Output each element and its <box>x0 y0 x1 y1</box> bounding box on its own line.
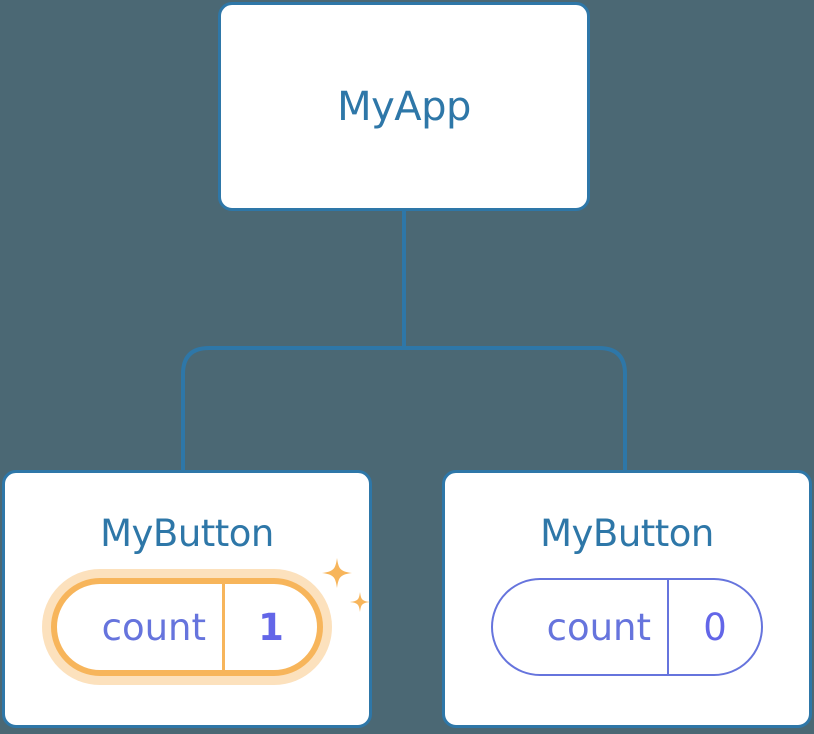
node-myapp-title: MyApp <box>337 83 471 130</box>
state-pill-left-value: 1 <box>258 605 284 649</box>
state-pill-right-body[interactable]: count 0 <box>491 578 763 676</box>
sparkle-icon <box>322 558 370 612</box>
node-mybutton-left[interactable]: MyButton count 1 <box>2 470 372 728</box>
state-pill-right-value: 0 <box>703 605 727 649</box>
node-mybutton-right-title: MyButton <box>540 512 714 555</box>
node-mybutton-left-title: MyButton <box>100 512 274 555</box>
connector-bus <box>181 346 627 470</box>
node-myapp[interactable]: MyApp <box>218 2 590 211</box>
state-pill-right-divider <box>667 580 669 674</box>
state-pill-left-divider <box>222 584 225 670</box>
state-pill-left-body[interactable]: count 1 <box>51 578 323 676</box>
state-pill-left[interactable]: count 1 <box>51 558 370 676</box>
state-pill-right[interactable]: count 0 <box>491 578 763 676</box>
node-mybutton-right[interactable]: MyButton count 0 <box>442 470 812 728</box>
state-pill-right-key: count <box>546 605 651 649</box>
state-pill-left-key: count <box>101 605 206 649</box>
